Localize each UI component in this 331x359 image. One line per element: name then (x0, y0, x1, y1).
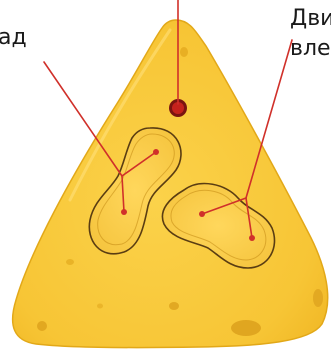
label-left: ад (0, 25, 27, 51)
pointer-dot-icon (121, 209, 127, 215)
label-right-line-1: Дви (290, 6, 331, 32)
cheese-hole-icon (66, 259, 74, 265)
label-right-line-2: вле (290, 36, 331, 62)
cheese-hole-icon (37, 321, 47, 331)
pointer-dot-icon (199, 211, 205, 217)
cheese-hole-icon (169, 302, 179, 310)
cheese-hole-icon (180, 47, 188, 57)
cheese-hole-icon (231, 320, 261, 336)
cheese-hole-icon (97, 304, 103, 309)
cheese-hole-icon (313, 289, 323, 307)
pointer-dot-icon (153, 149, 159, 155)
cheese-wedge (13, 20, 328, 348)
pointer-dot-icon (249, 235, 255, 241)
